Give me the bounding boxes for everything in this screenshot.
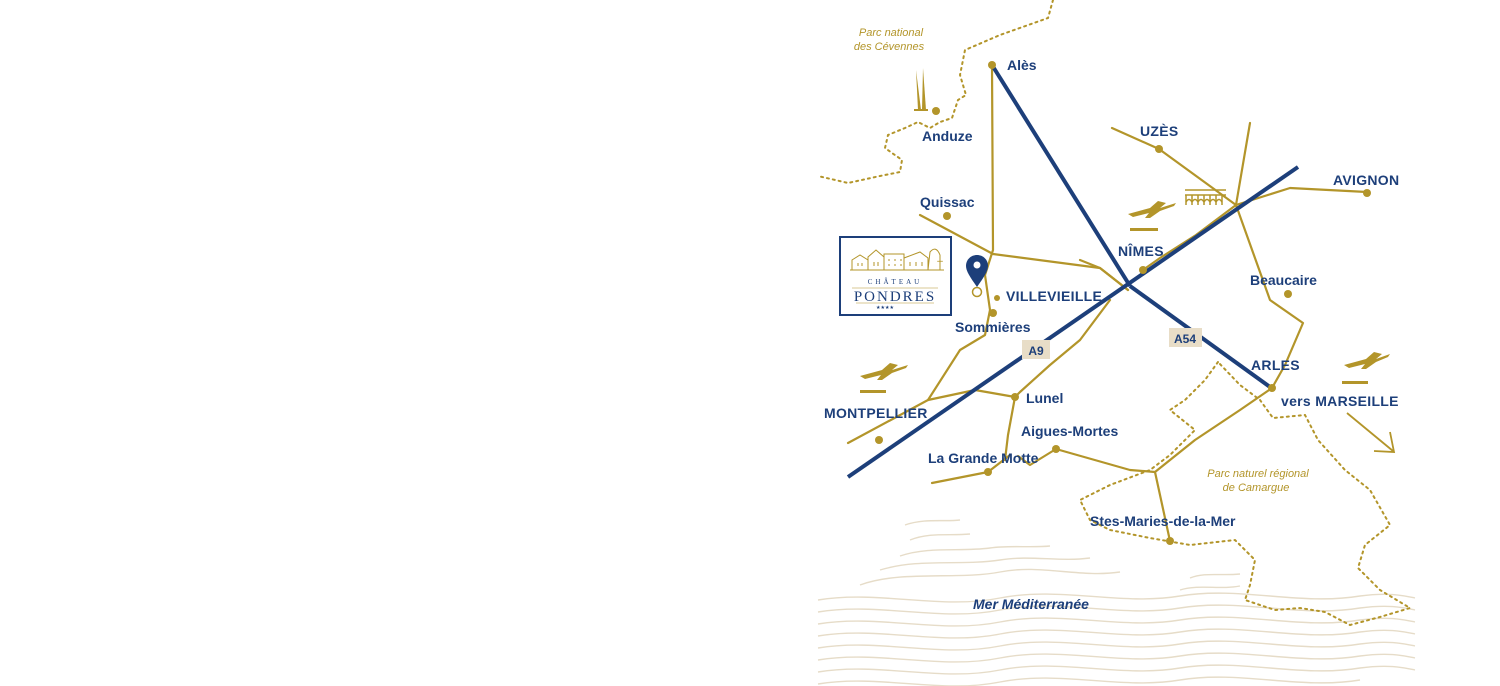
- road-badge-a9: A9: [1022, 340, 1050, 359]
- svg-text:+: +: [936, 257, 944, 267]
- city-label-lunel: Lunel: [1026, 390, 1063, 406]
- dot-ales: [988, 61, 996, 69]
- svg-text:PONDRES: PONDRES: [854, 289, 936, 305]
- city-label-anduze: Anduze: [922, 128, 973, 144]
- chateau-illustration: [850, 248, 944, 271]
- sea-label: Mer Méditerranée: [973, 596, 1089, 612]
- svg-text:A54: A54: [1174, 332, 1196, 346]
- dot-quissac: [943, 212, 951, 220]
- location-pin-icon: [966, 255, 988, 298]
- svg-text:Parc naturel régional: Parc naturel régional: [1207, 468, 1309, 480]
- city-label-beaucaire: Beaucaire: [1250, 272, 1317, 288]
- dot-anduze: [932, 107, 940, 115]
- dot-avignon: [1363, 189, 1371, 197]
- motorway-ales-nimes: [990, 63, 1132, 288]
- airplane-icon: [1128, 201, 1176, 231]
- city-label-montpellier: MONTPELLIER: [824, 405, 928, 421]
- dot-stes-maries: [1166, 537, 1174, 545]
- dot-beaucaire: [1284, 290, 1292, 298]
- region-label-cevennes: Parc national des Cévennes: [854, 27, 925, 53]
- city-label-quissac: Quissac: [920, 194, 975, 210]
- svg-text:des Cévennes: des Cévennes: [854, 41, 925, 53]
- dot-aigues-mortes: [1052, 445, 1060, 453]
- park-boundaries: [817, 0, 1413, 627]
- city-label-ales: Alès: [1007, 57, 1037, 73]
- svg-text:de Camargue: de Camargue: [1223, 482, 1290, 494]
- dot-nimes: [1139, 266, 1147, 274]
- dot-sommieres: [989, 309, 997, 317]
- aqueduct-icon: [1185, 189, 1226, 205]
- svg-text:Parc national: Parc national: [859, 27, 924, 39]
- road-badge-a54: A54: [1169, 328, 1202, 347]
- dot-villevieille: [994, 295, 1000, 301]
- svg-text:A9: A9: [1028, 344, 1044, 358]
- dot-montpellier: [875, 436, 883, 444]
- airplane-icon: [1342, 352, 1390, 384]
- cypress-icon: [914, 68, 928, 111]
- chateau-pondres-logo: CHÂTEAU PONDRES ★★★★ +: [839, 236, 952, 316]
- arrow-icon: [1346, 412, 1396, 453]
- city-label-sommieres: Sommières: [955, 319, 1031, 335]
- city-label-stes-maries: Stes-Maries-de-la-Mer: [1090, 513, 1236, 529]
- city-label-uzes: UZÈS: [1140, 123, 1179, 139]
- city-label-arles: ARLES: [1251, 357, 1300, 373]
- svg-text:CHÂTEAU: CHÂTEAU: [868, 278, 922, 286]
- dot-lunel: [1011, 393, 1019, 401]
- airplane-icon: [860, 363, 908, 393]
- city-label-avignon: AVIGNON: [1333, 172, 1399, 188]
- city-label-aigues-mortes: Aigues-Mortes: [1021, 423, 1118, 439]
- motorway-a9: [846, 165, 1300, 479]
- dot-la-grande-motte: [984, 468, 992, 476]
- svg-text:★★★★: ★★★★: [876, 305, 894, 311]
- region-label-camargue: Parc naturel régional de Camargue: [1207, 468, 1309, 494]
- city-dots: [875, 61, 1371, 545]
- city-label-vers-marseille: vers MARSEILLE: [1281, 393, 1399, 409]
- sea-waves: [817, 519, 1416, 686]
- city-label-nimes: NÎMES: [1118, 242, 1164, 259]
- city-label-la-grande-motte: La Grande Motte: [928, 450, 1039, 466]
- dot-uzes: [1155, 145, 1163, 153]
- dot-arles: [1268, 384, 1276, 392]
- city-label-villevieille: VILLEVIEILLE: [1006, 288, 1102, 304]
